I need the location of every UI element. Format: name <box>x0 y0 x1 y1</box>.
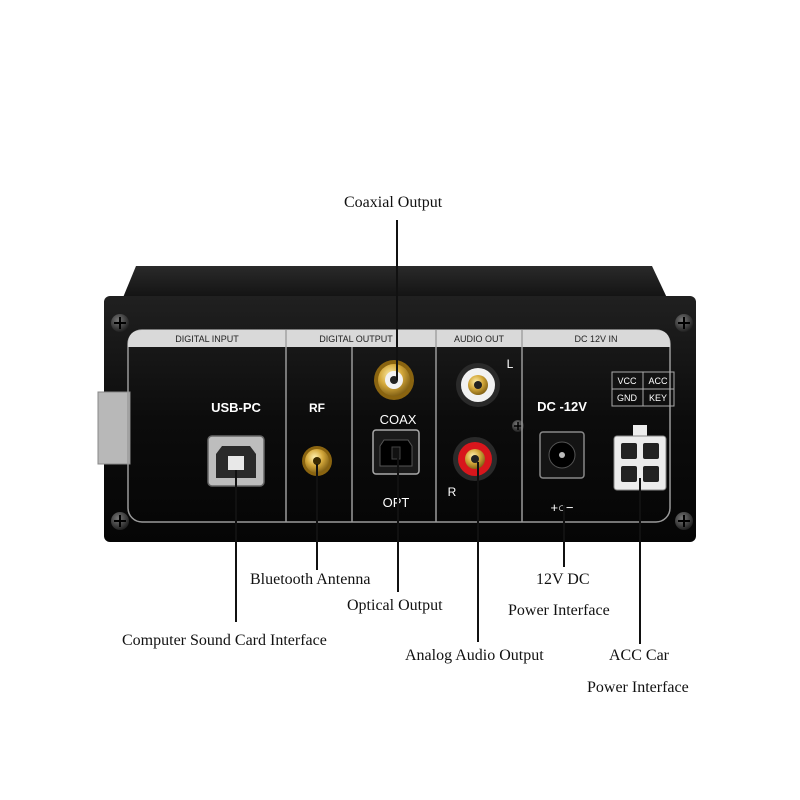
panel-header-band <box>128 330 670 347</box>
screw-icon <box>512 420 524 432</box>
callout-bluetooth-antenna: Bluetooth Antenna <box>250 571 371 588</box>
leader-line-coaxial <box>396 220 398 380</box>
side-bracket <box>97 391 131 465</box>
screw-icon <box>111 512 129 530</box>
callout-computer-sound-card: Computer Sound Card Interface <box>122 632 327 649</box>
callout-acc-car-line1: ACC Car <box>609 647 669 664</box>
coaxial-rca-jack[interactable] <box>374 360 414 400</box>
leader-line-optical <box>397 455 399 592</box>
callout-coaxial-output: Coaxial Output <box>344 194 443 211</box>
chassis-top <box>122 266 668 300</box>
dc-polarity-symbol: +○− <box>550 500 573 515</box>
callout-acc-car-line2: Power Interface <box>587 679 689 696</box>
section-audio-out: AUDIO OUT <box>454 334 505 344</box>
left-channel-label: L <box>507 357 514 371</box>
pin-key-label: KEY <box>649 393 667 403</box>
callout-analog-audio-output: Analog Audio Output <box>405 647 544 664</box>
right-channel-label: R <box>448 485 457 499</box>
left-rca-jack[interactable] <box>456 363 500 407</box>
leader-line-dc <box>563 505 565 567</box>
section-digital-output: DIGITAL OUTPUT <box>319 334 393 344</box>
leader-line-analog <box>477 462 479 642</box>
dc-label: DC -12V <box>537 399 587 414</box>
callout-12v-dc-line2: Power Interface <box>508 602 610 619</box>
leader-line-usb <box>235 470 237 622</box>
right-rca-jack[interactable] <box>453 437 497 481</box>
section-digital-input: DIGITAL INPUT <box>175 334 239 344</box>
section-dc-in: DC 12V IN <box>574 334 617 344</box>
leader-line-bluetooth <box>316 464 318 570</box>
screw-icon <box>675 512 693 530</box>
dc-barrel-jack[interactable] <box>539 431 585 479</box>
bluetooth-antenna-connector[interactable] <box>302 446 332 476</box>
callout-12v-dc-line1: 12V DC <box>536 571 590 588</box>
pin-acc-label: ACC <box>648 376 668 386</box>
pin-vcc-label: VCC <box>617 376 637 386</box>
usb-b-port[interactable] <box>207 435 265 487</box>
optical-toslink-port[interactable] <box>372 429 420 475</box>
screw-icon <box>675 314 693 332</box>
coax-label: COAX <box>380 412 417 427</box>
usb-label: USB-PC <box>211 400 261 415</box>
acc-4pin-connector[interactable] <box>613 425 667 491</box>
pin-gnd-label: GND <box>617 393 638 403</box>
callout-optical-output: Optical Output <box>347 597 443 614</box>
opt-label: OPT <box>383 495 410 510</box>
screw-icon <box>111 314 129 332</box>
acc-pin-legend: VCC ACC GND KEY <box>611 371 675 407</box>
rf-label: RF <box>309 401 325 415</box>
leader-line-acc <box>639 478 641 644</box>
